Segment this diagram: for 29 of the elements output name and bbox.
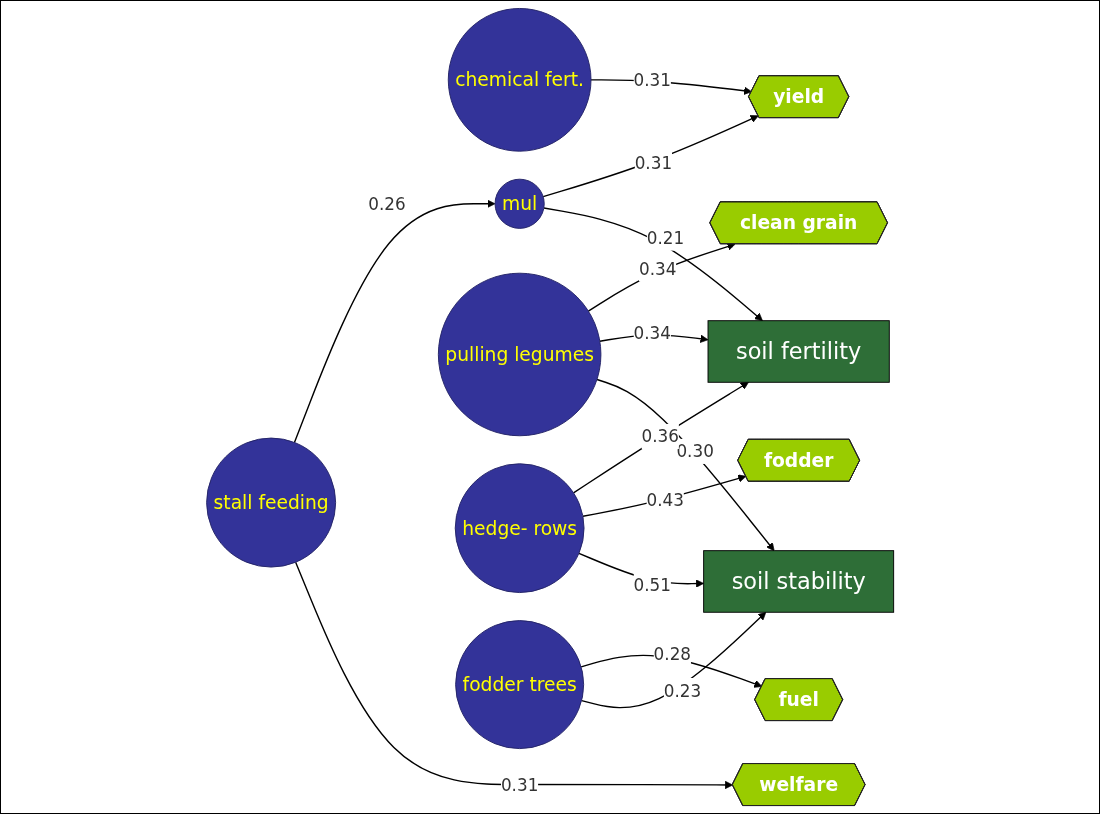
node-circle: mul [494,178,545,229]
edge-label: 0.21 [646,228,685,248]
edge-label: 0.34 [638,259,677,279]
edge-label: 0.51 [633,574,671,595]
arrow [293,199,496,444]
node-box: soil fertility [707,320,890,383]
arrow [542,115,759,198]
arrow [596,378,775,552]
node-circle: chemical fert. [447,8,592,152]
edge-label: 0.43 [646,489,684,510]
arrow [582,474,747,517]
node-circle: hedge- rows [454,463,585,594]
edge-label: 0.26 [368,193,406,214]
edge-label: 0.31 [500,774,539,795]
edge-label: 0.23 [663,680,702,701]
node-circle: fodder trees [455,620,584,750]
edge-label: 0.34 [633,322,671,343]
node-box: soil stability [703,550,894,613]
arrow [587,242,736,312]
node-circle: pulling legumes [437,272,602,437]
arrow [543,207,763,322]
edge-label: 0.31 [633,70,671,90]
edge-label: 0.30 [676,441,714,462]
arrow [572,381,749,494]
edge-label: 0.31 [634,153,672,174]
node-circle: stall feeding [206,437,336,568]
arrow [294,561,733,790]
edge-label: 0.28 [653,643,691,664]
edge-label: 0.36 [641,426,679,447]
